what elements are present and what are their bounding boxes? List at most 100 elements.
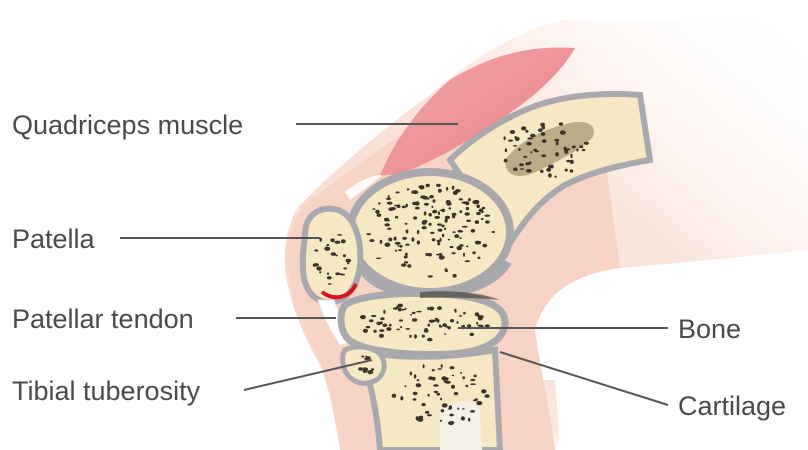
marrow-speckle xyxy=(448,239,450,241)
marrow-speckle xyxy=(533,149,537,152)
marrow-speckle xyxy=(405,253,408,256)
patella-bone xyxy=(303,209,361,302)
marrow-speckle xyxy=(459,237,462,239)
marrow-speckle xyxy=(476,212,481,215)
marrow-speckle xyxy=(542,126,546,130)
marrow-speckle xyxy=(505,148,507,152)
marrow-speckle xyxy=(437,242,440,245)
marrow-speckle xyxy=(465,260,471,262)
marrow-speckle xyxy=(407,188,410,190)
marrow-speckle xyxy=(582,149,586,151)
marrow-speckle xyxy=(485,220,490,223)
marrow-speckle xyxy=(382,324,387,327)
marrow-speckle xyxy=(475,241,480,245)
marrow-speckle xyxy=(434,216,440,219)
marrow-speckle xyxy=(432,369,435,371)
marrow-speckle xyxy=(460,372,462,374)
marrow-speckle xyxy=(454,392,458,395)
marrow-speckle xyxy=(394,205,398,207)
marrow-speckle xyxy=(404,256,408,259)
marrow-speckle xyxy=(328,283,332,285)
marrow-speckle xyxy=(484,215,490,217)
marrow-speckle xyxy=(453,274,457,278)
marrow-speckle xyxy=(371,315,377,317)
marrow-speckle xyxy=(428,324,431,327)
marrow-speckle xyxy=(523,156,527,158)
label-bone: Bone xyxy=(678,314,741,344)
marrow-speckle xyxy=(422,221,427,225)
marrow-speckle xyxy=(475,312,480,316)
marrow-speckle xyxy=(570,169,574,172)
marrow-speckle xyxy=(542,139,547,143)
marrow-speckle xyxy=(330,238,334,242)
marrow-speckle xyxy=(485,324,490,327)
marrow-speckle xyxy=(473,200,479,204)
marrow-speckle xyxy=(428,394,430,397)
marrow-speckle xyxy=(456,321,458,324)
marrow-speckle xyxy=(401,263,406,266)
marrow-speckle xyxy=(432,210,437,214)
femoral-condyle xyxy=(350,172,510,292)
marrow-speckle xyxy=(418,186,423,188)
marrow-speckle xyxy=(367,370,373,374)
marrow-speckle xyxy=(450,319,454,322)
marrow-speckle xyxy=(570,154,572,158)
marrow-speckle xyxy=(337,234,342,236)
marrow-speckle xyxy=(424,211,427,215)
marrow-speckle xyxy=(440,209,446,211)
marrow-speckle xyxy=(379,334,384,338)
marrow-speckle xyxy=(360,315,366,319)
marrow-speckle xyxy=(443,323,445,326)
marrow-speckle xyxy=(579,145,583,148)
marrow-speckle xyxy=(459,210,462,213)
marrow-speckle xyxy=(398,249,402,251)
marrow-speckle xyxy=(559,122,563,125)
marrow-speckle xyxy=(339,273,343,275)
marrow-speckle xyxy=(397,304,403,308)
marrow-speckle xyxy=(504,136,506,140)
marrow-speckle xyxy=(335,241,341,244)
marrow-speckle xyxy=(554,139,559,142)
marrow-speckle xyxy=(481,218,484,220)
marrow-speckle xyxy=(468,198,471,201)
marrow-speckle xyxy=(441,364,443,368)
marrow-speckle xyxy=(479,315,483,318)
marrow-speckle xyxy=(566,160,571,162)
marrow-speckle xyxy=(389,324,392,327)
marrow-speckle xyxy=(406,328,411,330)
marrow-speckle xyxy=(461,416,465,420)
marrow-speckle xyxy=(441,409,445,412)
marrow-speckle xyxy=(404,385,406,387)
marrow-speckle xyxy=(319,271,321,273)
marrow-speckle xyxy=(412,318,418,321)
marrow-speckle xyxy=(462,201,468,203)
marrow-speckle xyxy=(397,245,399,247)
marrow-speckle xyxy=(434,391,438,393)
marrow-speckle xyxy=(510,130,515,134)
marrow-speckle xyxy=(515,137,520,141)
marrow-speckle xyxy=(414,374,416,378)
marrow-speckle xyxy=(369,239,374,242)
marrow-speckle xyxy=(399,245,402,248)
marrow-speckle xyxy=(436,184,441,187)
marrow-speckle xyxy=(415,201,419,205)
marrow-speckle xyxy=(376,258,381,260)
marrow-speckle xyxy=(576,149,578,152)
marrow-speckle xyxy=(380,321,383,324)
marrow-speckle xyxy=(372,208,375,210)
marrow-speckle xyxy=(341,239,346,243)
marrow-speckle xyxy=(457,408,459,410)
marrow-speckle xyxy=(437,240,441,243)
marrow-speckle xyxy=(407,264,411,267)
marrow-speckle xyxy=(521,126,527,130)
marrow-speckle xyxy=(564,147,567,151)
marrow-speckle xyxy=(479,209,484,213)
marrow-speckle xyxy=(387,202,393,205)
marrow-speckle xyxy=(433,384,439,387)
marrow-speckle xyxy=(377,214,382,217)
marrow-speckle xyxy=(394,237,397,241)
marrow-speckle xyxy=(471,229,476,233)
marrow-speckle xyxy=(439,253,443,256)
marrow-speckle xyxy=(555,152,559,156)
